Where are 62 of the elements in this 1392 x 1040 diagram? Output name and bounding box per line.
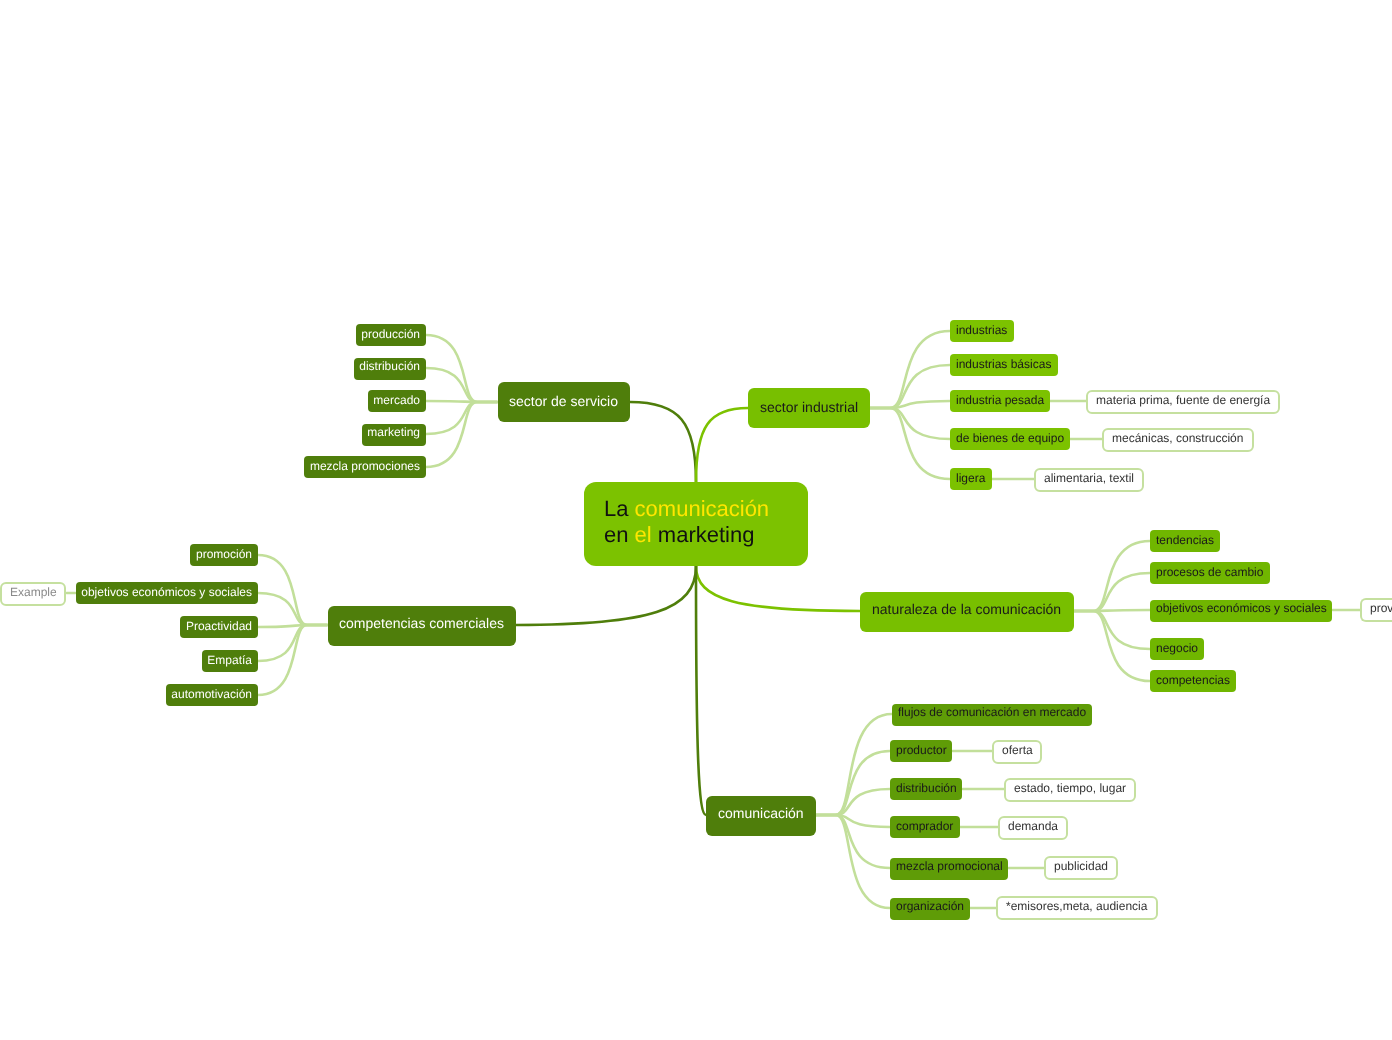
connector-line [694, 406, 750, 484]
subtopic-box [1150, 638, 1205, 660]
connector-line [424, 400, 499, 469]
subtopic-box [950, 390, 1051, 412]
subtopic-box [367, 390, 426, 412]
connector-line [951, 749, 994, 753]
note-box [1044, 856, 1119, 880]
subtopic-box [950, 428, 1071, 450]
connector-line [961, 787, 1006, 791]
branch-topic-box [706, 795, 816, 835]
subtopic-box [950, 468, 992, 490]
subtopic-box [950, 320, 1014, 342]
note-box [998, 815, 1069, 839]
note-box [1360, 598, 1392, 622]
subtopic-box [890, 816, 960, 838]
note-box [0, 581, 67, 605]
connector-line [1068, 437, 1104, 441]
connector-line [1007, 866, 1046, 870]
subtopic-box [179, 616, 258, 638]
subtopic-box [165, 684, 258, 706]
branch-topic-box [860, 591, 1074, 631]
subtopic-box [189, 544, 258, 566]
branch-topic-box [327, 605, 516, 645]
note-box [1102, 427, 1254, 451]
subtopic-box [1150, 670, 1237, 692]
connector-line [514, 564, 698, 627]
subtopic-box [355, 324, 426, 346]
connector-line [256, 623, 329, 697]
note-box [996, 896, 1158, 920]
central-topic-box [584, 482, 808, 566]
note-box [1004, 777, 1137, 801]
subtopic-box [890, 857, 1009, 879]
connector-line [990, 477, 1036, 481]
connector-line [814, 813, 892, 910]
connector-line [958, 825, 1000, 829]
subtopic-box [75, 582, 258, 604]
subtopic-box [890, 897, 971, 919]
subtopic-box [1150, 599, 1333, 621]
connector-line [1071, 609, 1152, 683]
subtopic-box [361, 423, 426, 445]
branch-topic-box [497, 382, 630, 422]
note-box [1034, 467, 1145, 491]
subtopic-box [303, 456, 426, 478]
connector-line [1048, 399, 1088, 403]
connector-line [868, 406, 952, 481]
connector-line [694, 564, 708, 817]
topic-label: La comunicación en el marketing [604, 498, 772, 550]
subtopic-box [890, 740, 953, 762]
connector-line [694, 564, 862, 613]
connector-line [65, 591, 77, 595]
subtopic-box [1150, 562, 1270, 584]
connector-line [968, 906, 998, 910]
subtopic-box [890, 778, 963, 800]
note-box [992, 739, 1043, 763]
branch-topic-box [748, 388, 871, 428]
subtopic-box [201, 650, 258, 672]
note-box [1086, 389, 1281, 413]
connector-line [1331, 608, 1362, 612]
subtopic-box [892, 703, 1093, 725]
subtopic-box [353, 357, 426, 379]
subtopic-box [950, 354, 1058, 376]
subtopic-box [1150, 530, 1221, 552]
